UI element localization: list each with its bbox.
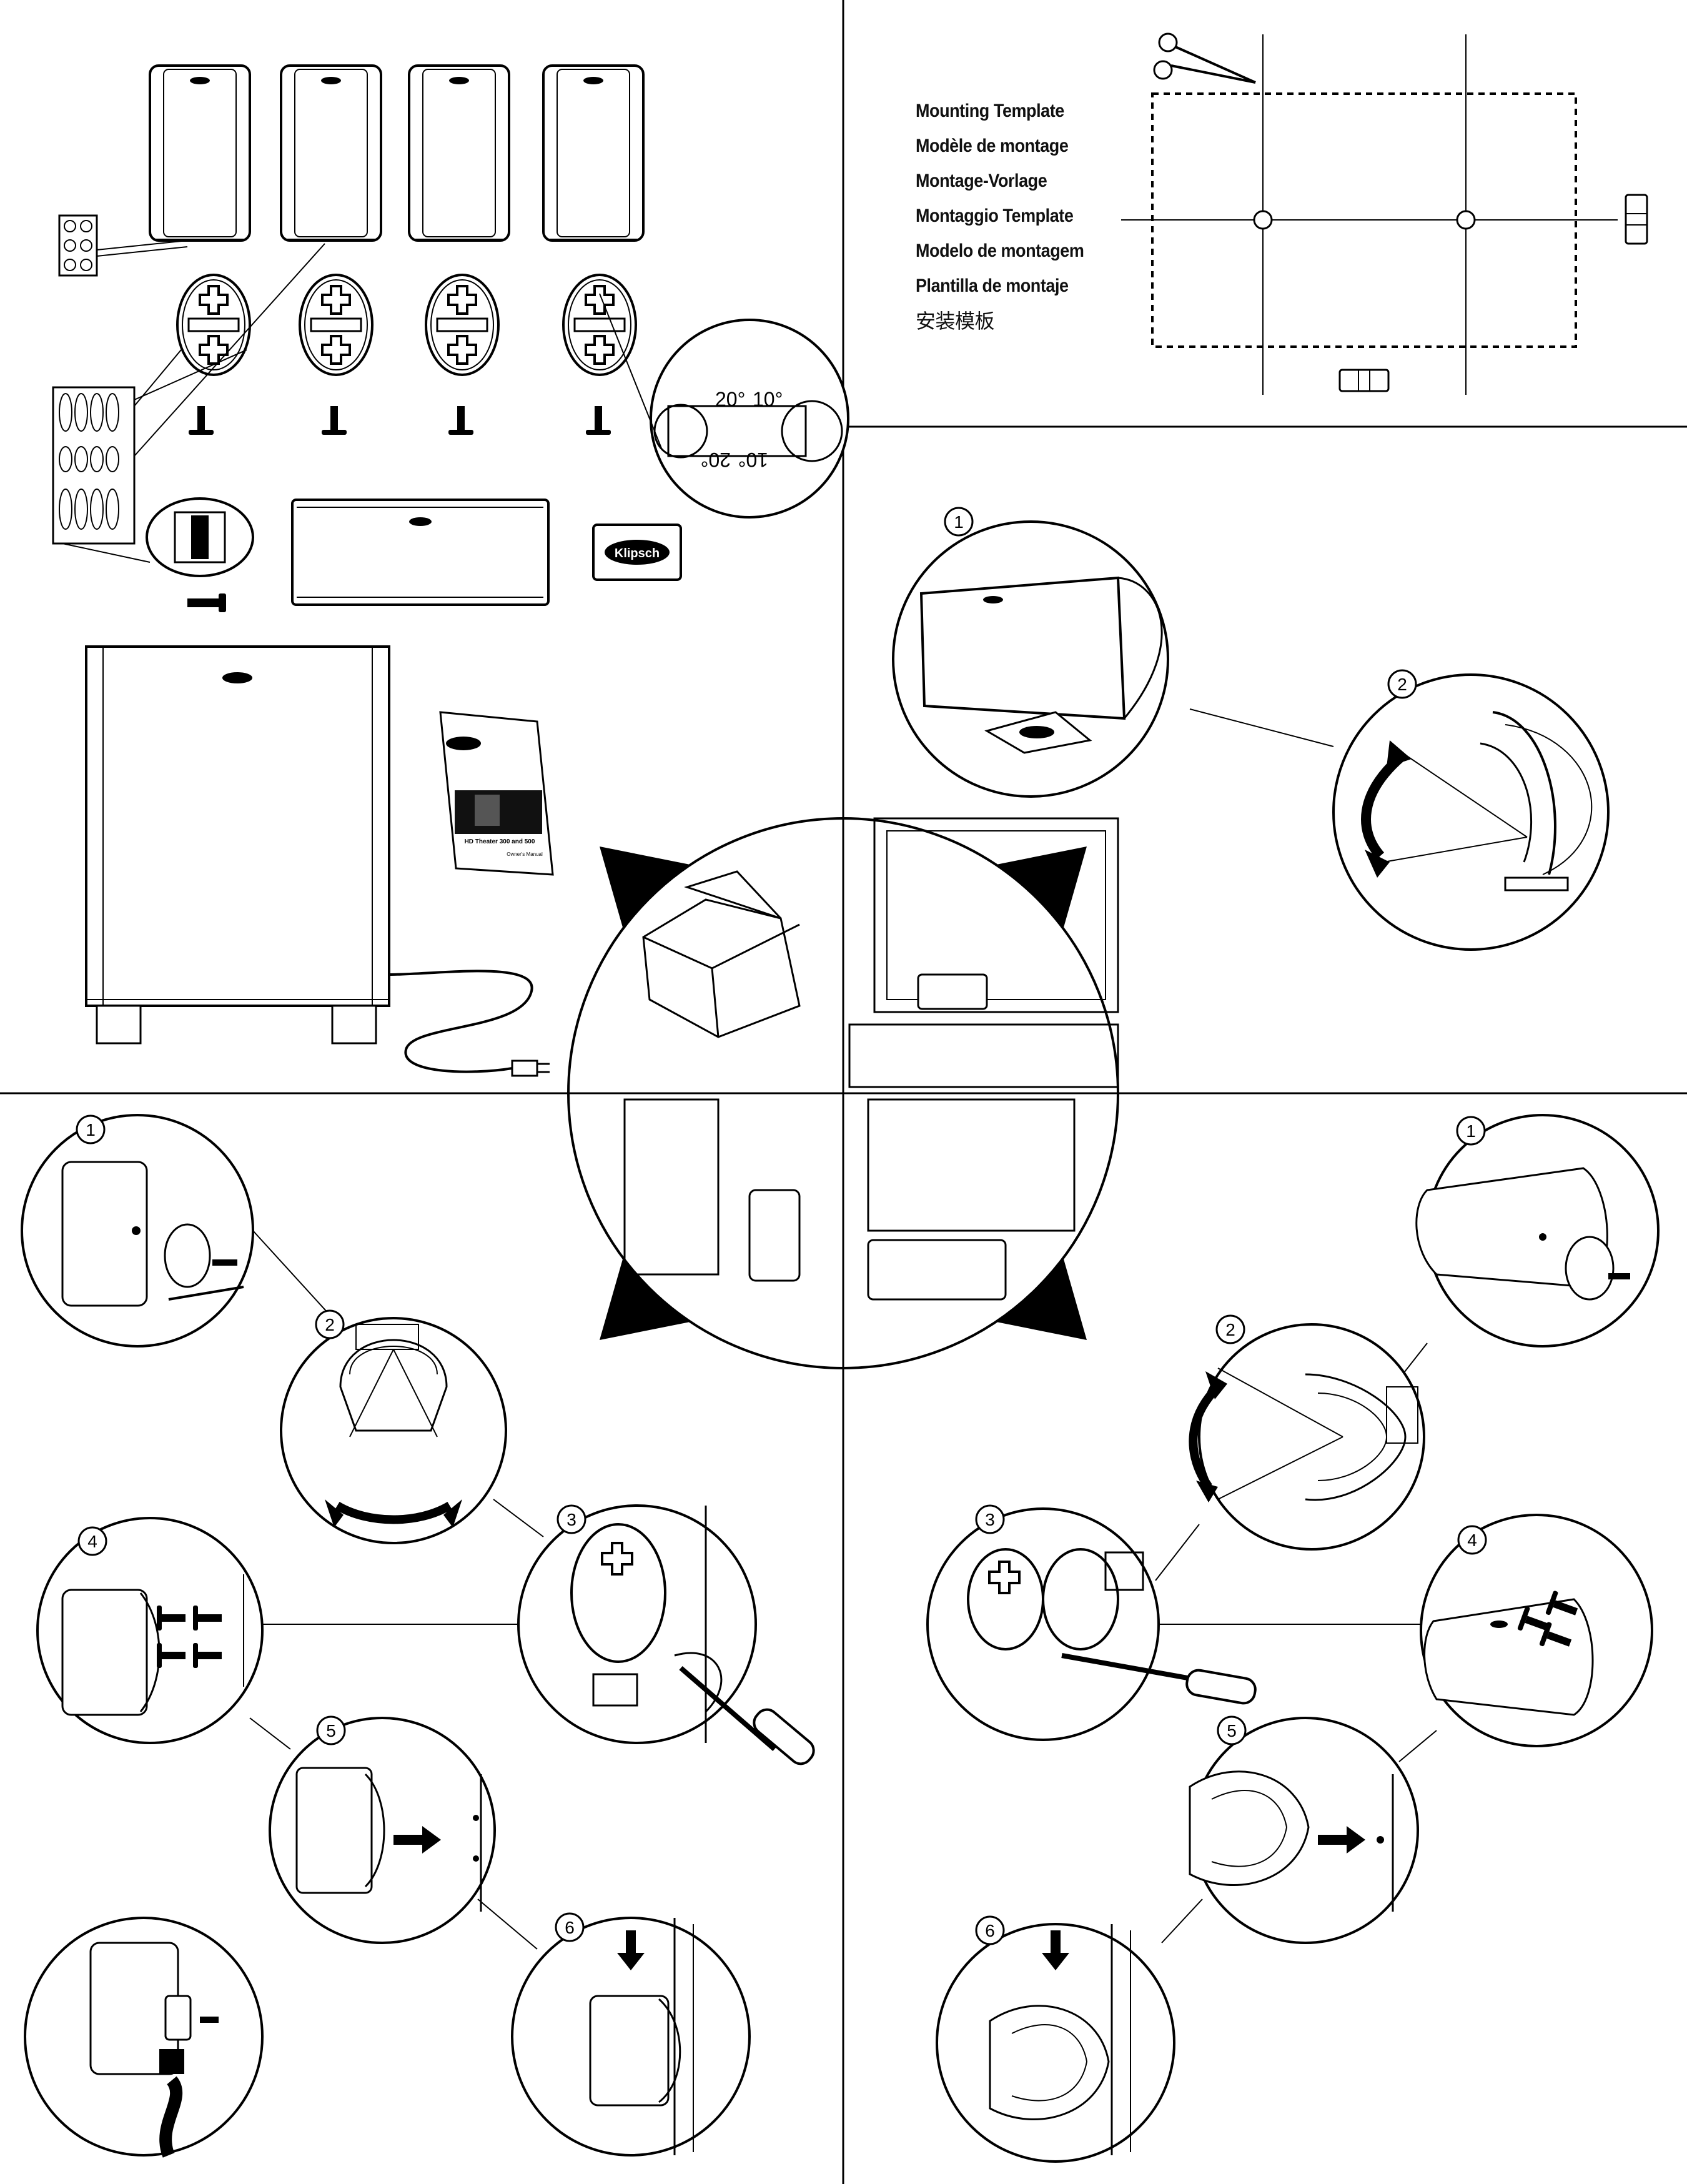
sat-wall-step-1: 1 bbox=[21, 1114, 254, 1348]
center-wall-step-5: 5 bbox=[1189, 1715, 1419, 1944]
center-stand-step-1-label: 1 bbox=[954, 512, 964, 532]
sat-wall-step-4: 4 bbox=[36, 1517, 264, 1744]
sat-wall-step-6: 6 bbox=[511, 1912, 751, 2157]
manual-title: HD Theater 300 and 500 bbox=[465, 838, 535, 845]
owners-manual: HD Theater 300 and 500 Owner's Manual bbox=[439, 711, 554, 876]
template-title-it: Montaggio Template bbox=[916, 206, 1074, 226]
template-title-pt: Modelo de montagem bbox=[916, 241, 1084, 261]
center-wall-step-1-label: 1 bbox=[1466, 1121, 1476, 1141]
foot-pads bbox=[58, 214, 188, 277]
center-stand-step-2-label: 2 bbox=[1397, 675, 1407, 694]
center-wall-step-3-label: 3 bbox=[985, 1510, 995, 1529]
center-wall-step-6-label: 6 bbox=[985, 1921, 995, 1940]
sat-bracket-stand-detail bbox=[24, 1917, 264, 2158]
sat-wall-step-2: 2 bbox=[280, 1309, 507, 1544]
dial-label-20-top: 20° bbox=[715, 388, 745, 410]
center-wall-step-2-label: 2 bbox=[1225, 1320, 1235, 1339]
dial-label-20-bottom: 20° bbox=[701, 449, 731, 471]
center-wall-step-2: 2 bbox=[1189, 1314, 1425, 1551]
center-wall-step-4: 4 bbox=[1420, 1514, 1653, 1747]
mounting-screws bbox=[189, 406, 611, 435]
center-speaker-bracket bbox=[62, 497, 254, 612]
template-title-zh: 安装模板 bbox=[916, 309, 995, 333]
center-speaker bbox=[291, 499, 550, 606]
mounting-template bbox=[1121, 34, 1648, 395]
dial-zoom-circle: 20° 10° 20° 10° bbox=[599, 293, 849, 519]
mounting-template-titles: Mounting Template Modèle de montage Mont… bbox=[916, 94, 1178, 339]
badge-logo-text: Klipsch bbox=[615, 547, 660, 560]
dial-label-10-bottom: 10° bbox=[738, 449, 768, 471]
sat-wall-step-4-label: 4 bbox=[87, 1532, 97, 1551]
center-wall-step-6: 6 bbox=[936, 1915, 1175, 2163]
subwoofer bbox=[85, 645, 550, 1077]
scissors-icon bbox=[1153, 32, 1256, 84]
template-title-fr: Modèle de montage bbox=[916, 136, 1069, 156]
center-stand-step-1: 1 bbox=[892, 507, 1169, 798]
center-wall-step-5-label: 5 bbox=[1227, 1721, 1237, 1740]
template-title-en: Mounting Template bbox=[916, 101, 1064, 121]
dial-label-10-top: 10° bbox=[753, 388, 783, 410]
sat-wall-step-5: 5 bbox=[269, 1715, 496, 1944]
adhesive-pad-sheet bbox=[52, 243, 325, 545]
sat-wall-step-3-label: 3 bbox=[566, 1510, 576, 1529]
center-wall-step-1: 1 bbox=[1415, 1114, 1660, 1348]
sat-wall-step-3: 3 bbox=[517, 1504, 815, 1765]
wall-brackets bbox=[176, 274, 637, 376]
template-title-es: Plantilla de montaje bbox=[916, 275, 1069, 296]
klipsch-badge: Klipsch bbox=[592, 524, 682, 581]
room-overview bbox=[567, 817, 1119, 1369]
sat-wall-step-5-label: 5 bbox=[326, 1721, 336, 1740]
sat-wall-step-2-label: 2 bbox=[325, 1315, 335, 1334]
center-stand-step-2: 2 bbox=[1332, 669, 1610, 951]
template-title-de: Montage-Vorlage bbox=[916, 171, 1047, 191]
center-wall-step-3: 3 bbox=[926, 1504, 1257, 1741]
sat-wall-step-1-label: 1 bbox=[86, 1120, 96, 1139]
manual-subtitle: Owner's Manual bbox=[507, 851, 543, 857]
satellite-speakers bbox=[149, 64, 645, 242]
center-wall-step-4-label: 4 bbox=[1467, 1531, 1477, 1550]
sat-wall-step-6-label: 6 bbox=[565, 1918, 575, 1937]
